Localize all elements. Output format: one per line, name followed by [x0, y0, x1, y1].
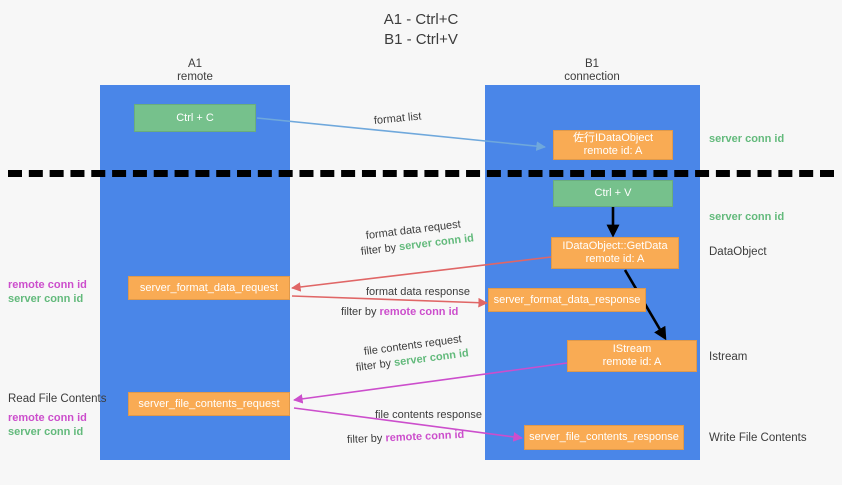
label-istream: Istream — [709, 351, 748, 363]
box-idataobject-top[interactable]: 佐行IDataObject remote id: A — [553, 130, 673, 160]
box-istream[interactable]: IStream remote id: A — [567, 340, 697, 372]
label-format-conn-ids: remote conn id server conn id — [8, 278, 87, 306]
box-server-format-data-response-label: server_format_data_response — [493, 293, 641, 306]
box-server-file-contents-request[interactable]: server_file_contents_request — [128, 392, 290, 416]
box-idataobject-top-subtitle: remote id: A — [583, 145, 643, 157]
title-line-2: B1 - Ctrl+V — [384, 31, 458, 48]
label-file-remote-conn-id: remote conn id — [8, 412, 87, 424]
label-server-conn-id-mid: server conn id — [709, 211, 785, 223]
box-istream-title: IStream — [612, 343, 652, 355]
box-getdata-subtitle: remote id: A — [585, 253, 645, 265]
label-format-server-conn-id: server conn id — [8, 293, 84, 305]
file-contents-response-filter-value: remote conn id — [385, 428, 465, 445]
column-header-a1: A1 remote — [130, 58, 260, 84]
diagram-title: A1 - Ctrl+C B1 - Ctrl+V — [0, 10, 842, 50]
arrow-label-file-contents-response-filter: filter by remote conn id — [347, 428, 465, 448]
label-write-file-contents: Write File Contents — [709, 432, 807, 444]
box-server-format-data-response[interactable]: server_format_data_response — [488, 288, 646, 312]
format-data-response-filter-prefix: filter by — [341, 306, 380, 318]
box-istream-subtitle: remote id: A — [602, 356, 662, 368]
box-server-format-data-request[interactable]: server_format_data_request — [128, 276, 290, 300]
label-read-file-contents: Read File Contents — [8, 393, 107, 405]
column-b1-sub: connection — [564, 71, 620, 83]
arrow-label-format-data-response: format data response — [366, 286, 470, 298]
arrow-label-format-list: format list — [373, 110, 422, 127]
format-data-response-filter-value: remote conn id — [379, 306, 459, 318]
label-server-conn-id-top: server conn id — [709, 133, 785, 145]
box-ctrl-c[interactable]: Ctrl + C — [134, 104, 256, 132]
arrow-label-file-contents-response: file contents response — [375, 409, 483, 421]
box-server-file-contents-response-label: server_file_contents_response — [529, 431, 679, 443]
column-header-b1: B1 connection — [527, 58, 657, 84]
box-ctrl-v[interactable]: Ctrl + V — [553, 180, 673, 207]
box-server-format-data-request-label: server_format_data_request — [139, 281, 279, 294]
arrow-label-format-data-response-filter: filter by remote conn id — [341, 305, 458, 320]
column-a1-name: A1 — [187, 58, 203, 70]
format-data-request-filter-prefix: filter by — [360, 241, 400, 258]
label-file-server-conn-id: server conn id — [8, 426, 84, 438]
column-a1-sub: remote — [177, 71, 213, 83]
file-contents-response-filter-prefix: filter by — [346, 432, 386, 446]
box-getdata-title: IDataObject::GetData — [562, 240, 668, 252]
label-file-conn-ids: remote conn id server conn id — [8, 411, 87, 439]
box-ctrl-v-label: Ctrl + V — [594, 187, 632, 199]
label-dataobject: DataObject — [709, 246, 767, 258]
box-idataobject-top-title: 佐行IDataObject — [572, 132, 654, 144]
phase-divider — [8, 170, 834, 177]
box-ctrl-c-label: Ctrl + C — [176, 111, 214, 124]
label-format-remote-conn-id: remote conn id — [8, 279, 87, 291]
file-contents-request-filter-prefix: filter by — [355, 357, 395, 374]
box-idataobject-getdata[interactable]: IDataObject::GetData remote id: A — [551, 237, 679, 269]
box-server-file-contents-request-label: server_file_contents_request — [138, 397, 280, 410]
title-line-1: A1 - Ctrl+C — [383, 11, 459, 28]
box-server-file-contents-response[interactable]: server_file_contents_response — [524, 425, 684, 450]
column-b1-name: B1 — [584, 58, 600, 70]
